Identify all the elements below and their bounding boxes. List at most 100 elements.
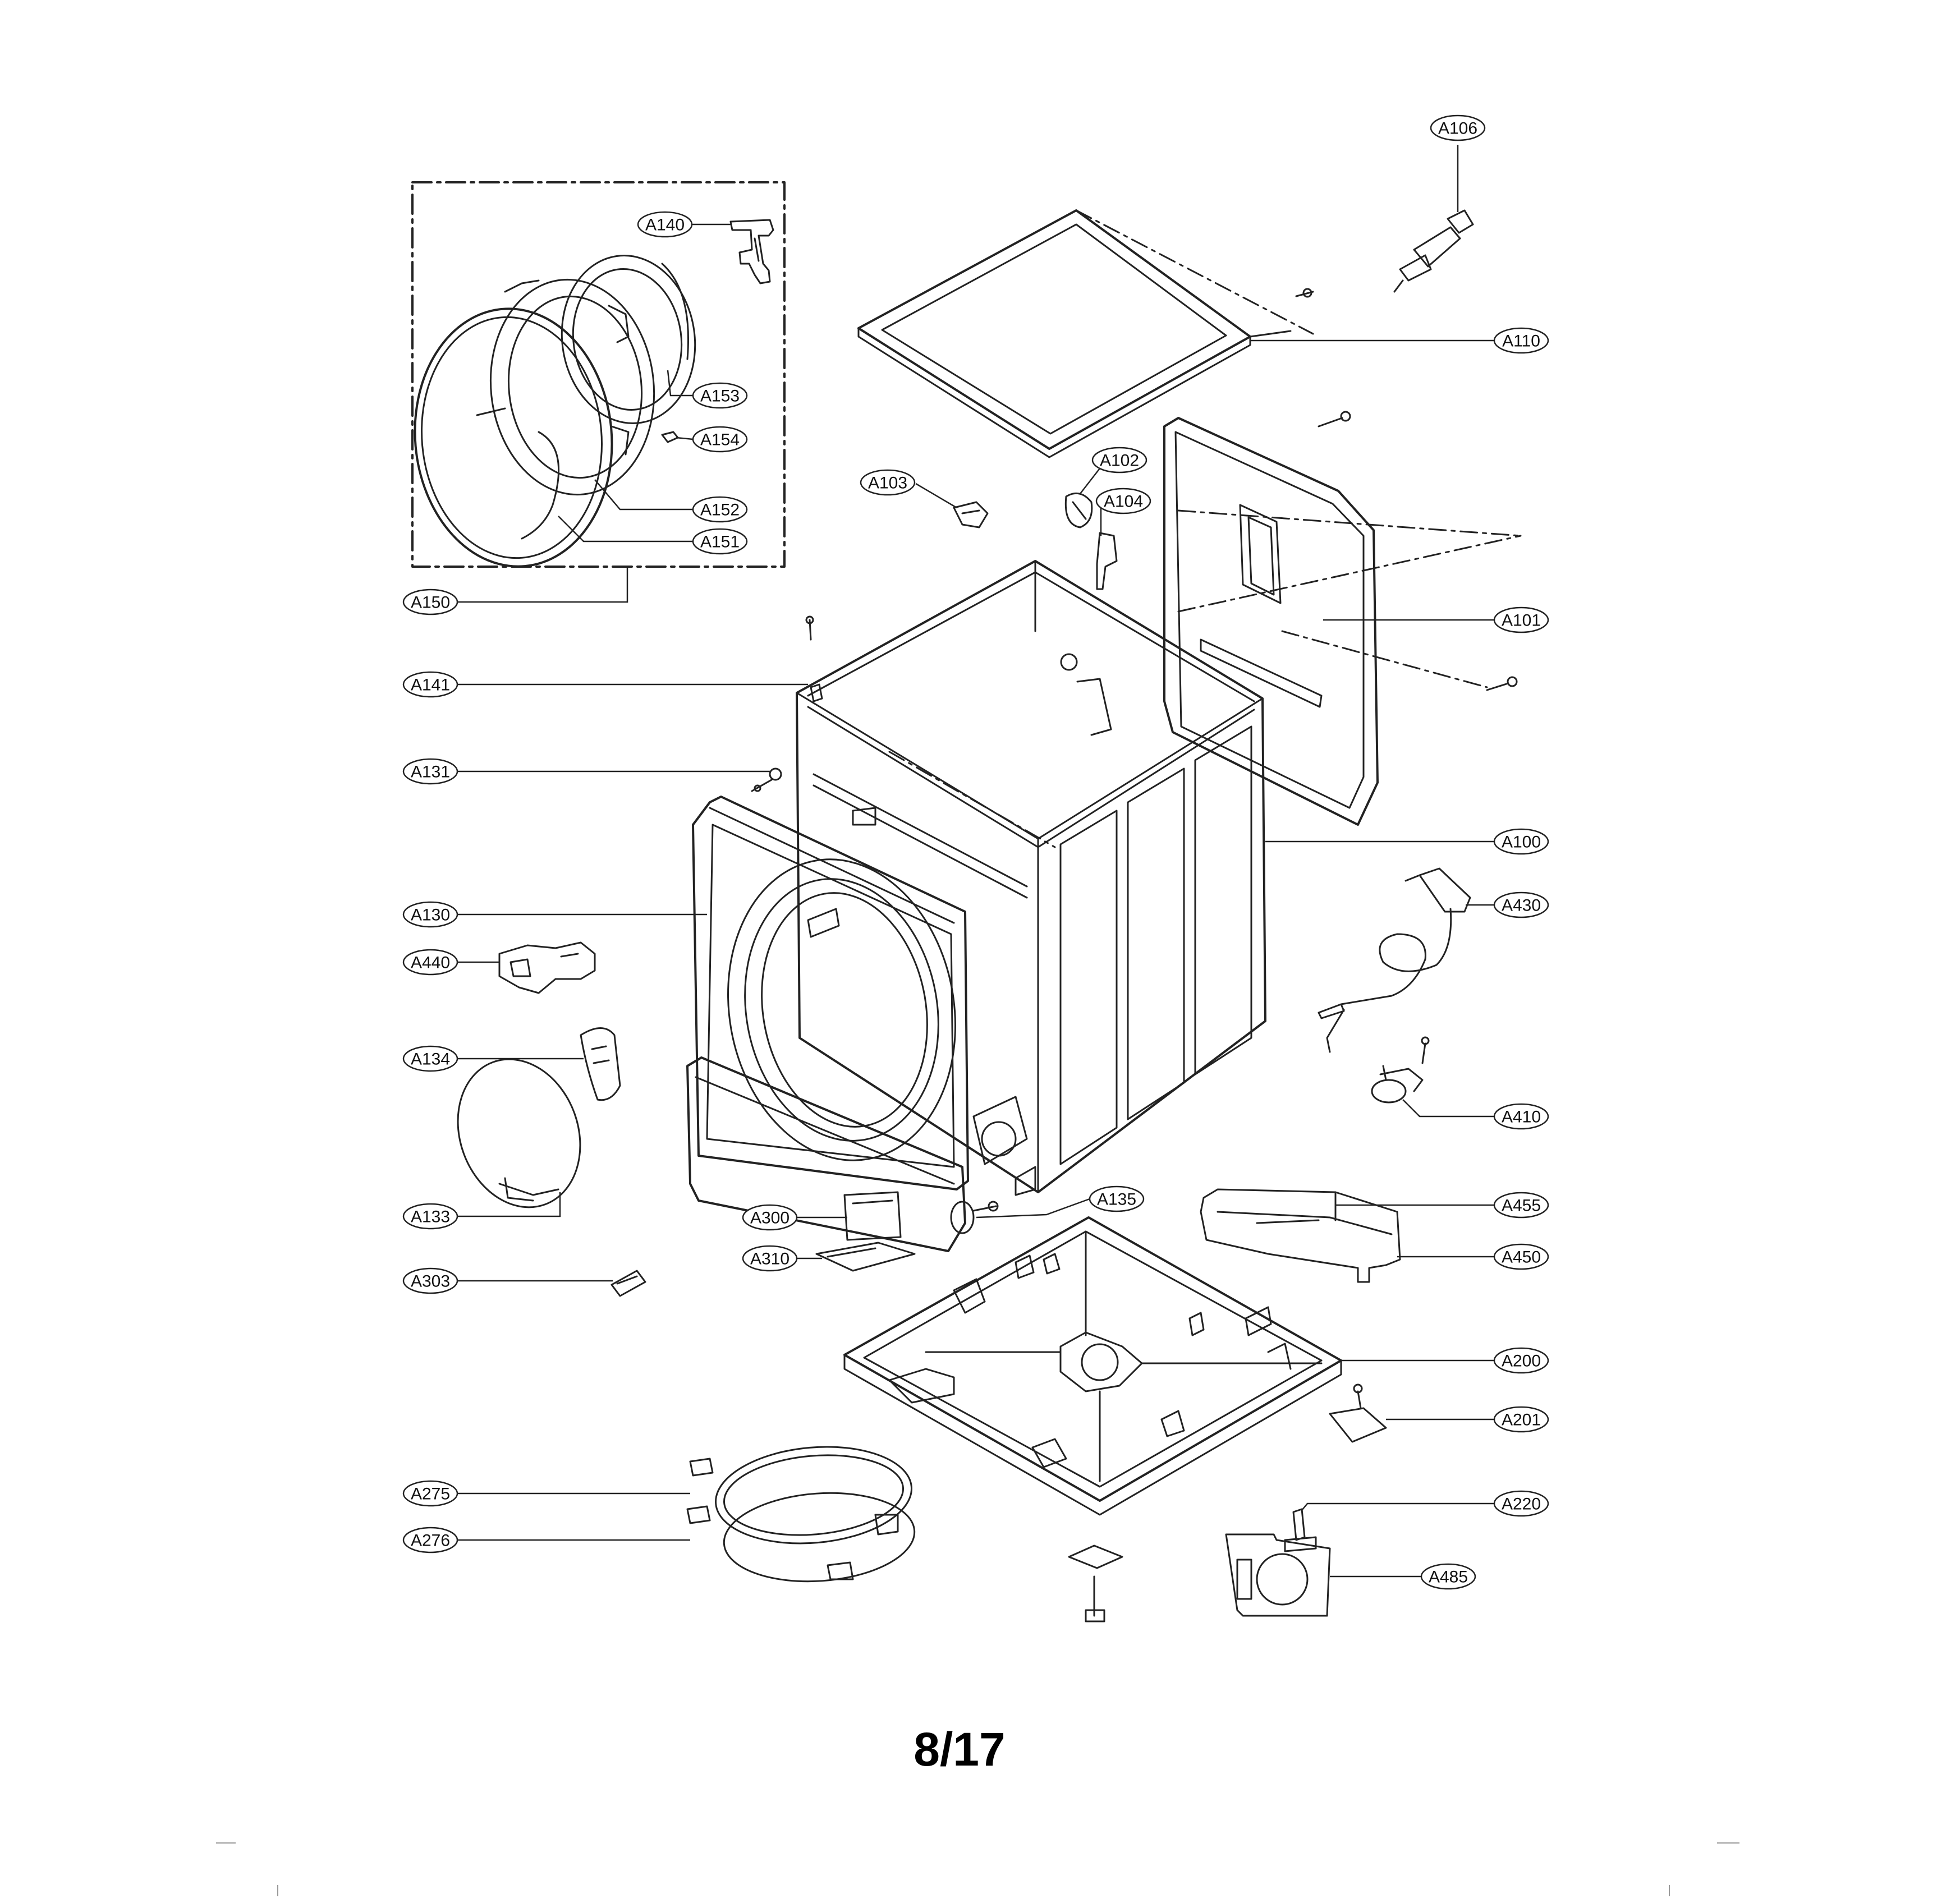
callout-label: A410 — [1502, 1108, 1541, 1127]
pressure-sensor-part — [1371, 1036, 1430, 1104]
callout-a133 — [402, 1203, 458, 1230]
callout-a131 — [402, 758, 458, 785]
door-assembly-group-box — [411, 181, 786, 568]
filter-cover-part — [1225, 1533, 1331, 1617]
callout-label: A455 — [1502, 1197, 1541, 1215]
callout-label: A153 — [700, 387, 740, 406]
back-panel-screws — [1318, 411, 1518, 691]
callout-label: A310 — [750, 1250, 789, 1268]
door-latch-clip-part — [661, 431, 679, 443]
callout-label: A201 — [1502, 1411, 1541, 1429]
callout-label: A450 — [1502, 1248, 1541, 1267]
callout-a201 — [1493, 1406, 1549, 1433]
callout-a440 — [402, 949, 458, 976]
door-cover-part — [414, 307, 613, 568]
callout-label: A100 — [1502, 833, 1541, 852]
callout-label: A104 — [1104, 493, 1143, 511]
callout-label: A133 — [411, 1208, 450, 1226]
door-frame-part — [489, 278, 655, 496]
callout-a485 — [1420, 1563, 1476, 1590]
callout-a200 — [1493, 1347, 1549, 1374]
front-panel-part — [692, 796, 969, 1190]
lower-bracket-part — [1329, 1383, 1387, 1443]
top-plate-screw-part — [1295, 288, 1314, 298]
callout-label: A151 — [700, 533, 740, 551]
top-plate-part — [857, 209, 1314, 458]
callout-label: A106 — [1438, 119, 1477, 138]
callout-a106 — [1430, 114, 1486, 141]
door-lock-switch-part — [498, 941, 596, 994]
callout-a100 — [1493, 828, 1549, 855]
callout-label: A275 — [411, 1485, 450, 1504]
callout-label: A141 — [411, 676, 450, 695]
callout-a300 — [742, 1204, 798, 1231]
callout-a154 — [692, 426, 748, 453]
callout-a151 — [692, 528, 748, 555]
drawer-cover-part — [815, 1242, 916, 1272]
callout-a275 — [402, 1480, 458, 1507]
back-panel-part — [1163, 417, 1522, 826]
callout-label: A300 — [750, 1209, 789, 1228]
leader-a133 — [430, 1192, 561, 1217]
callout-a152 — [692, 496, 748, 523]
callout-a410 — [1493, 1103, 1549, 1130]
pcb-assembly-part — [1200, 1188, 1401, 1283]
spring-part — [611, 1270, 646, 1297]
callout-a103 — [860, 469, 916, 496]
callout-a130 — [402, 901, 458, 928]
bracket-part — [953, 501, 989, 528]
foot-plate-part — [1068, 1545, 1123, 1622]
valve-part — [1096, 532, 1118, 590]
callout-a310 — [742, 1245, 798, 1272]
callout-label: A152 — [700, 501, 740, 520]
callout-label: A440 — [411, 954, 450, 972]
screw-part-a141 — [805, 615, 814, 641]
callout-label: A103 — [868, 474, 907, 493]
leader-a153 — [667, 370, 693, 397]
callout-label: A154 — [700, 431, 740, 449]
leader-a150 — [430, 568, 628, 603]
callout-label: A130 — [411, 906, 450, 925]
callout-a450 — [1493, 1243, 1549, 1270]
cabinet-part — [796, 560, 1266, 1196]
callout-a153 — [692, 382, 748, 409]
screw-part-a131 — [751, 767, 782, 792]
callout-label: A110 — [1502, 332, 1540, 351]
callout-label: A303 — [411, 1272, 450, 1291]
leader-a410 — [1402, 1099, 1494, 1118]
callout-a150 — [402, 589, 458, 615]
power-cord-part — [1318, 867, 1471, 1053]
base-frame-part — [843, 1216, 1342, 1516]
callout-label: A150 — [411, 594, 450, 612]
callout-a140 — [637, 211, 693, 238]
callout-a101 — [1493, 606, 1549, 633]
hose-clamp-part — [1064, 492, 1093, 528]
callout-a135 — [1089, 1185, 1145, 1212]
callout-label: A134 — [411, 1050, 450, 1069]
callout-a102 — [1091, 447, 1147, 474]
callout-a134 — [402, 1045, 458, 1072]
callout-label: A200 — [1502, 1352, 1541, 1371]
callout-a220 — [1493, 1490, 1549, 1517]
door-hinge-part — [729, 219, 774, 284]
callout-a430 — [1493, 891, 1549, 918]
callout-label: A485 — [1429, 1568, 1468, 1587]
leader-a220 — [1301, 1502, 1494, 1511]
callout-label: A430 — [1502, 897, 1541, 915]
callout-label: A276 — [411, 1532, 450, 1550]
leader-a135 — [976, 1198, 1090, 1219]
callout-label: A101 — [1502, 612, 1541, 630]
leader-a154 — [676, 436, 694, 440]
callout-label: A131 — [411, 763, 450, 782]
callout-label: A102 — [1100, 452, 1139, 470]
drawer-housing-part — [843, 1191, 902, 1241]
callout-a141 — [402, 671, 458, 698]
leveling-foot-part — [1284, 1508, 1317, 1552]
callout-label: A135 — [1097, 1190, 1136, 1209]
callout-a455 — [1493, 1192, 1549, 1219]
callout-label: A140 — [645, 216, 685, 235]
leader-a103 — [915, 482, 957, 509]
page-number: 8/17 — [914, 1723, 1006, 1776]
leader-a151 — [558, 516, 693, 543]
